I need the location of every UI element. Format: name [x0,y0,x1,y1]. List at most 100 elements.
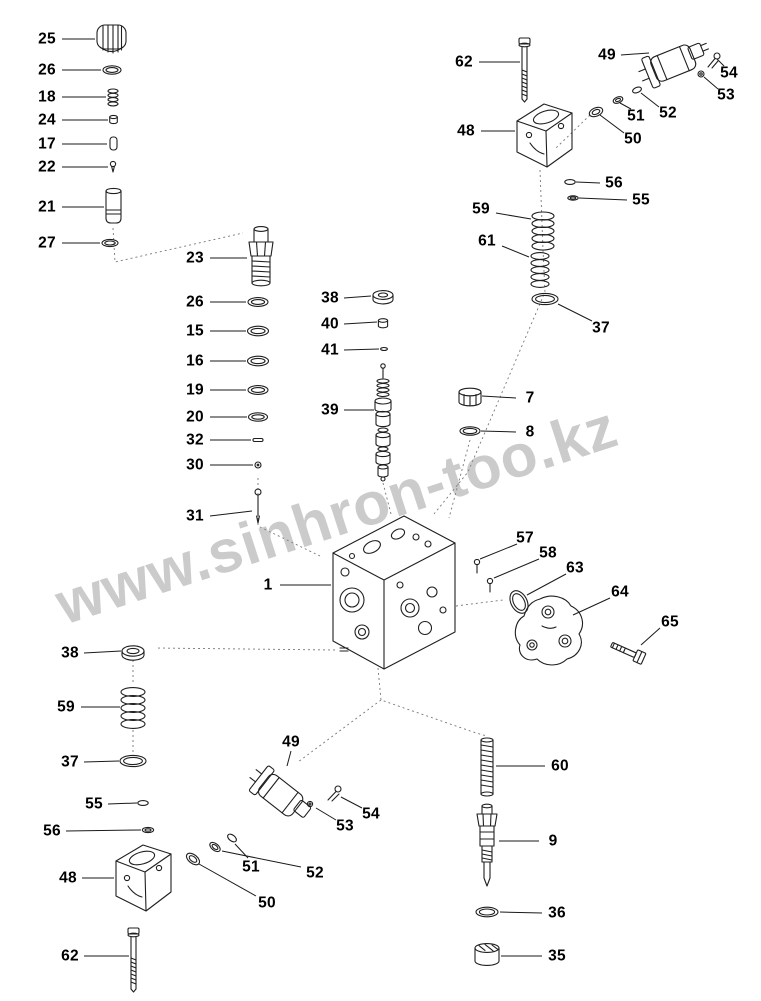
part-36-oring-drawing [475,906,499,918]
leader-line-7 [481,395,517,399]
leader-line-40 [343,321,378,325]
part-21-plunger-drawing [105,187,122,224]
part-57-screw-drawing [473,558,481,574]
part-48-end-cover-drawing [516,103,573,168]
part-37-oring-2-drawing [119,754,147,768]
part-16-oring-drawing [246,355,270,367]
leader-line-41 [343,348,380,351]
part-24-retainer-drawing [109,114,118,125]
part-60-stud-drawing [480,737,494,797]
part-49-solenoid-drawing [638,42,710,89]
part-54-screw-2-drawing [327,785,342,802]
leader-line-36 [499,911,543,914]
part-37-oring-drawing [531,292,559,306]
part-64-bracket-drawing [514,595,583,666]
leader-line-49 [620,52,650,56]
construction-line [154,647,336,651]
part-32-pin-drawing [252,437,264,443]
leader-line-52 [640,92,660,108]
leader-line-55 [578,197,628,201]
leader-line-61 [501,245,530,258]
part-52-oring-drawing [632,86,642,94]
part-65-bolt-drawing [610,642,647,665]
leader-lines [62,38,725,957]
leader-line-38 [343,295,372,299]
leader-line-54 [340,796,363,809]
leader-line-52 [221,850,302,868]
part-51-oring-drawing [612,96,624,104]
part-51-oring-2-drawing [227,833,237,843]
part-35-plug-drawing [474,943,500,966]
construction-line [257,478,321,557]
leader-line-57 [479,543,518,560]
part-61-spring-drawing [530,252,550,288]
leader-line-53 [703,76,719,90]
part-27-oring-drawing [101,238,119,248]
part-50-oring-2-drawing [185,852,201,866]
leader-line-63 [526,573,567,596]
construction-line [448,439,471,519]
part-8-oring-drawing [459,426,481,436]
part-56-ring-drawing [564,179,576,185]
part-62-bolt-2-drawing [127,927,140,993]
part-31-needle-drawing [254,488,262,524]
construction-line [377,667,488,737]
part-59-spring-drawing [531,211,555,251]
part-23-pilot-valve-drawing [248,226,274,287]
leader-line-50 [198,863,257,897]
part-49-solenoid-2-drawing [248,765,312,818]
leader-line-37 [557,303,593,322]
construction-line [382,482,392,515]
leader-line-55 [107,802,138,805]
leader-line-65 [640,627,661,646]
part-9-cartridge-drawing [476,803,498,887]
part-41-washer-drawing [380,346,388,352]
leader-line-59 [495,212,532,220]
leader-line-51 [619,102,632,110]
part-63-oring-drawing [509,590,529,614]
construction-line [112,227,244,263]
leader-line-31 [209,510,253,517]
leader-line-53 [315,807,337,821]
construction-lines [112,114,591,763]
leader-line-38 [83,650,122,654]
part-15-oring-drawing [246,325,270,337]
part-22-poppet-drawing [109,160,117,173]
part-54-screw-drawing [707,52,721,69]
construction-line [433,169,546,515]
part-1-valve-body-drawing [332,515,456,670]
part-62-bolt-drawing [518,37,531,103]
part-26-oring-2-drawing [247,297,269,307]
part-55-ring-drawing [567,195,579,201]
part-48-end-cover-2-drawing [115,844,172,912]
construction-line [455,599,504,607]
part-30-ball-drawing [254,461,262,469]
part-26-oring-drawing [102,65,122,75]
leader-line-50 [599,114,625,134]
part-53-washer-2-drawing [306,800,314,808]
part-56-ring-2-drawing [141,826,155,834]
part-38-nut-drawing [372,290,394,305]
part-55-ring-2-drawing [137,800,149,806]
part-17-pin-drawing [109,136,118,151]
leader-line-8 [480,430,517,433]
leader-line-37 [83,760,120,763]
part-40-plug-drawing [377,318,389,329]
leader-line-56 [575,181,601,184]
part-59-spring-2-drawing [120,687,146,729]
part-38-ring-2-drawing [121,645,145,661]
leader-line-56 [65,829,142,832]
part-25-knob-drawing [96,24,127,54]
leader-line-49 [286,750,292,767]
leader-line-54 [716,58,725,67]
part-39-spool-drawing [374,363,392,482]
part-20-oring-drawing [247,412,269,422]
part-19-oring-drawing [247,385,269,395]
part-50-oring-drawing [588,106,604,118]
part-7-cap-drawing [458,387,482,407]
leader-line-58 [493,558,540,579]
part-58-screw-drawing [486,577,494,593]
part-52-oring-2-drawing [209,841,221,853]
